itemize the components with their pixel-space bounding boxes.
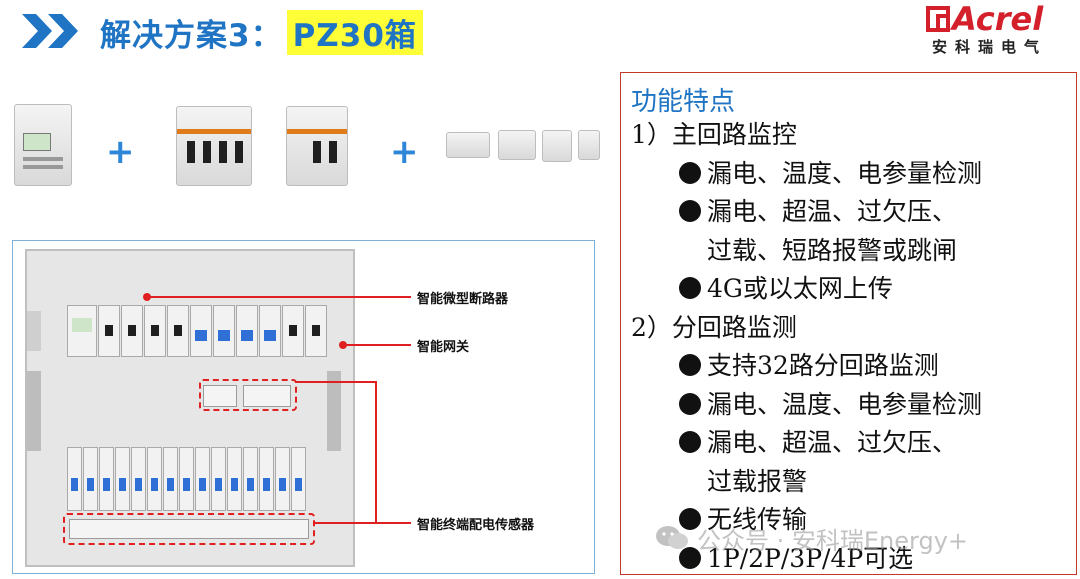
features-title: 功能特点: [631, 87, 736, 117]
logo-subtitle: 安科瑞电气: [932, 38, 1048, 56]
feature-line: 漏电、温度、电参量检测: [679, 390, 982, 420]
page-title: 解决方案3： PZ30箱: [100, 9, 423, 55]
bullet-icon: [679, 354, 701, 376]
feature-text: 过载、短路报警或跳闸: [707, 235, 958, 265]
chevron-right-icon: [22, 14, 78, 48]
feature-line: 过载、短路报警或跳闸: [707, 236, 957, 266]
plus-sign: +: [106, 132, 135, 172]
wechat-icon: [656, 526, 688, 549]
watermark: 公众号 · 安科瑞Energy+: [655, 518, 968, 558]
bullet-icon: [679, 277, 701, 299]
feature-line: 漏电、超温、过欠压、: [679, 197, 957, 227]
sensor-highlight: [63, 513, 315, 545]
bullet-icon: [679, 200, 701, 222]
feature-text: 支持32路分回路监测: [707, 351, 939, 380]
feature-text: 1P/2P/3P/4P可选: [707, 543, 914, 573]
logo-name: Acrel: [952, 0, 1044, 38]
feature-line: 1P/2P/3P/4P可选: [679, 544, 913, 574]
bullet-icon: [679, 392, 701, 415]
feature-text: 漏电、温度、电参量检测: [707, 389, 983, 419]
feature-line: 1）主回路监控: [631, 120, 797, 150]
title-prefix: 解决方案3：: [100, 17, 283, 54]
feature-text: 漏电、超温、过欠压、: [707, 428, 958, 457]
feature-line: 无线传输: [679, 505, 807, 535]
feature-line: 2）分回路监测: [631, 313, 797, 343]
bottom-breaker-row: [67, 447, 306, 511]
feature-text: 过载报警: [707, 466, 808, 496]
feature-line: 漏电、超温、过欠压、: [679, 428, 957, 458]
acrel-mark-icon: [926, 6, 950, 32]
callout-terminal-sensor: 智能终端配电传感器: [417, 518, 535, 533]
gateway-highlight: [199, 379, 297, 411]
title-highlight: PZ30箱: [286, 9, 423, 55]
feature-line: 过载报警: [707, 467, 807, 497]
circuit-breaker-2p-icon: [286, 106, 348, 186]
bullet-icon: [679, 431, 701, 453]
feature-text: 漏电、超温、过欠压、: [707, 197, 958, 226]
feature-text: 漏电、温度、电参量检测: [707, 158, 983, 188]
watermark-text: 公众号 · 安科瑞Energy+: [697, 526, 969, 555]
feature-text: 2）分回路监测: [631, 312, 797, 342]
energy-meter-icon: [14, 104, 72, 186]
cabinet-body: [25, 249, 355, 567]
distribution-box-photo: 智能微型断路器 智能网关 智能终端配电传感器: [12, 240, 595, 574]
callout-gateway: 智能网关: [417, 340, 470, 355]
bullet-icon: [679, 508, 701, 530]
plus-sign: +: [390, 132, 419, 172]
acrel-logo: Acrel 安科瑞电气: [918, 0, 1063, 58]
callout-micro-breaker: 智能微型断路器: [417, 292, 509, 307]
circuit-breaker-4p-icon: [176, 106, 252, 186]
feature-line: 漏电、温度、电参量检测: [679, 159, 982, 189]
feature-line: 支持32路分回路监测: [679, 351, 939, 381]
feature-text: 无线传输: [707, 505, 808, 534]
feature-text: 4G或以太网上传: [707, 274, 893, 303]
feature-text: 1）主回路监控: [631, 120, 797, 149]
bullet-icon: [679, 546, 701, 569]
top-breaker-row: [67, 305, 327, 357]
feature-line: 4G或以太网上传: [679, 274, 893, 304]
features-box: 功能特点 1）主回路监控漏电、温度、电参量检测漏电、超温、过欠压、过载、短路报警…: [620, 72, 1077, 575]
current-sensor-set-icon: [440, 128, 602, 164]
bullet-icon: [679, 161, 701, 184]
